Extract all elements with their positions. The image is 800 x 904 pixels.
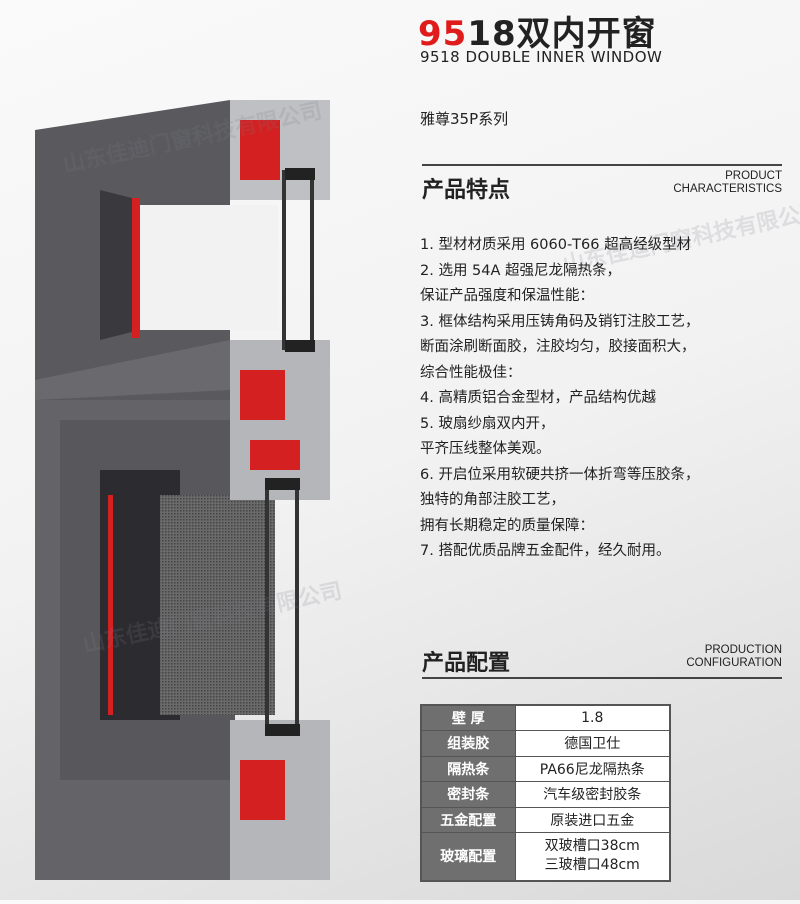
feature-item: 2. 选用 54A 超强尼龙隔热条， — [420, 262, 622, 279]
spec-value: 原装进口五金 — [514, 806, 671, 833]
feature-item: 5. 玻扇纱扇双内开， — [420, 415, 555, 432]
feature-item: 1. 型材材质采用 6060-T66 超高经级型材 — [420, 237, 692, 253]
section-divider — [422, 677, 782, 679]
page-title: 9518双内开窗 — [418, 6, 657, 55]
spec-key: 壁 厚 — [420, 704, 516, 731]
feature-item: 7. 搭配优质品牌五金配件，经久耐用。 — [420, 543, 671, 559]
spec-value: PA66尼龙隔热条 — [514, 755, 671, 782]
page-subtitle: 9518 DOUBLE INNER WINDOW — [420, 48, 663, 66]
characteristics-title: 产品特点 — [422, 178, 511, 203]
feature-item: 3. 框体结构采用压铸角码及销钉注胶工艺， — [420, 313, 700, 330]
title-number-red: 95 — [418, 14, 468, 54]
feature-item: 断面涂刷断面胶，注胶均匀，胶接面积大， — [420, 339, 696, 355]
spec-key: 组装胶 — [420, 730, 516, 757]
spec-key: 隔热条 — [420, 755, 516, 782]
spec-key: 五金配置 — [420, 806, 516, 833]
window-cross-section-graphic — [35, 100, 330, 880]
table-row: 密封条汽车级密封胶条 — [420, 781, 671, 808]
spec-value: 1.8 — [514, 704, 671, 731]
feature-item: 综合性能极佳： — [420, 364, 522, 381]
section-divider — [422, 164, 782, 166]
table-row: 五金配置原装进口五金 — [420, 806, 671, 833]
product-series: 雅尊35P系列 — [420, 110, 509, 128]
table-row: 组装胶德国卫仕 — [420, 730, 671, 757]
en-line: PRODUCTION — [704, 644, 782, 656]
title-text: 18双内开窗 — [467, 14, 657, 54]
spec-value-line: 双玻槽口38cm — [544, 838, 640, 855]
feature-item: 4. 高精质铝合金型材，产品结构优越 — [420, 390, 656, 406]
feature-item: 独特的角部注胶工艺， — [420, 492, 565, 508]
feature-item: 拥有长期稳定的质量保障： — [420, 517, 594, 534]
window-profile-illustration — [0, 0, 400, 900]
en-line: PRODUCT — [725, 170, 782, 182]
en-line: CONFIGURATION — [686, 657, 782, 669]
table-row: 玻璃配置 双玻槽口38cm 三玻槽口48cm — [420, 832, 671, 881]
en-line: CHARACTERISTICS — [673, 183, 782, 195]
spec-value-line: 三玻槽口48cm — [544, 857, 640, 874]
feature-item: 保证产品强度和保温性能： — [420, 288, 594, 304]
spec-key: 密封条 — [420, 781, 516, 808]
feature-list: 1. 型材材质采用 6060-T66 超高经级型材 2. 选用 54A 超强尼龙… — [420, 233, 790, 565]
spec-value: 汽车级密封胶条 — [514, 781, 671, 808]
feature-item: 6. 开启位采用软硬共挤一体折弯等压胶条， — [420, 466, 700, 483]
spec-value: 德国卫仕 — [514, 730, 671, 757]
feature-item: 平齐压线整体美观。 — [420, 441, 551, 457]
spec-key: 玻璃配置 — [420, 832, 516, 881]
configuration-title: 产品配置 — [422, 651, 511, 676]
spec-value: 双玻槽口38cm 三玻槽口48cm — [514, 832, 671, 881]
